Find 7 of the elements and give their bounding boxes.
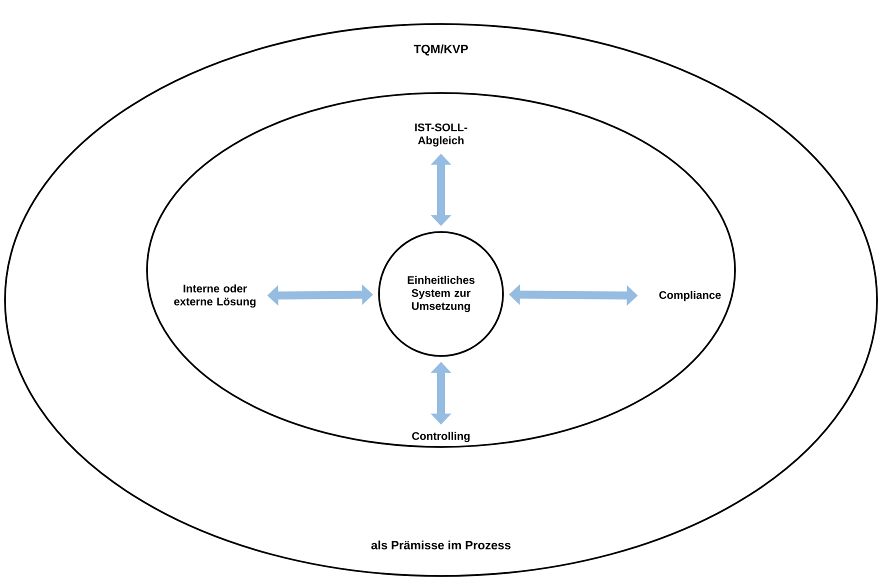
ring-title: als Prämisse im Prozess [371,540,511,550]
label-text: IST-SOLL-Abgleich [415,124,468,146]
ring-ellipse [146,92,736,448]
label-text: Interne oder externe Lösung [174,284,256,308]
ring-title: TQM/KVP [414,44,468,56]
label-text: Compliance [659,290,721,302]
label-text: Controlling [412,432,470,442]
